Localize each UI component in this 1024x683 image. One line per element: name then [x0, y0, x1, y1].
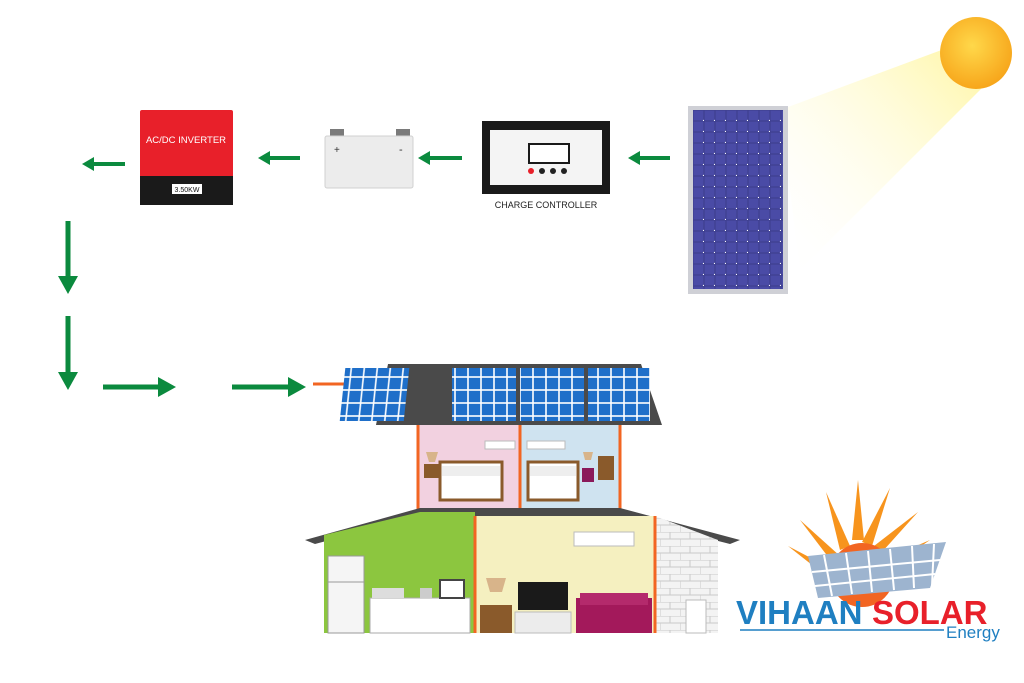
tv-icon — [518, 582, 568, 610]
battery-minus: - — [399, 144, 403, 156]
house — [305, 364, 740, 634]
arrow-right-icon — [232, 377, 306, 397]
charge-controller-label: CHARGE CONTROLLER — [495, 200, 598, 210]
microwave-icon — [439, 579, 465, 599]
charge-controller: CHARGE CONTROLLER — [482, 121, 610, 210]
sun-beam — [780, 45, 990, 270]
arrow-left-icon — [418, 151, 462, 165]
roof-solar-panels — [339, 368, 650, 421]
logo-tagline: Energy — [946, 623, 1000, 642]
inverter-label: AC/DC INVERTER — [146, 135, 226, 146]
arrow-down-icon — [58, 221, 78, 294]
flow-arrows — [58, 151, 670, 397]
inverter-rating: 3.50KW — [175, 187, 200, 194]
solar-panel — [688, 106, 788, 294]
fridge-icon — [327, 555, 365, 634]
sun — [780, 17, 1012, 270]
battery: + - — [324, 129, 414, 189]
vihaan-solar-logo: VIHAAN SOLAR Energy — [736, 480, 1000, 642]
battery-plus: + — [334, 145, 340, 156]
logo-brand-part2: SOLAR — [872, 594, 988, 631]
arrow-down-icon — [58, 316, 78, 390]
arrow-right-icon — [103, 377, 176, 397]
inverter: AC/DC INVERTER 3.50KW — [140, 110, 233, 205]
arrow-left-icon — [82, 157, 125, 171]
logo-panel-icon — [808, 542, 946, 598]
arrow-left-icon — [628, 151, 670, 165]
arrow-left-icon — [258, 151, 300, 165]
sun-icon — [940, 17, 1012, 89]
logo-brand-part1: VIHAAN — [736, 594, 863, 631]
